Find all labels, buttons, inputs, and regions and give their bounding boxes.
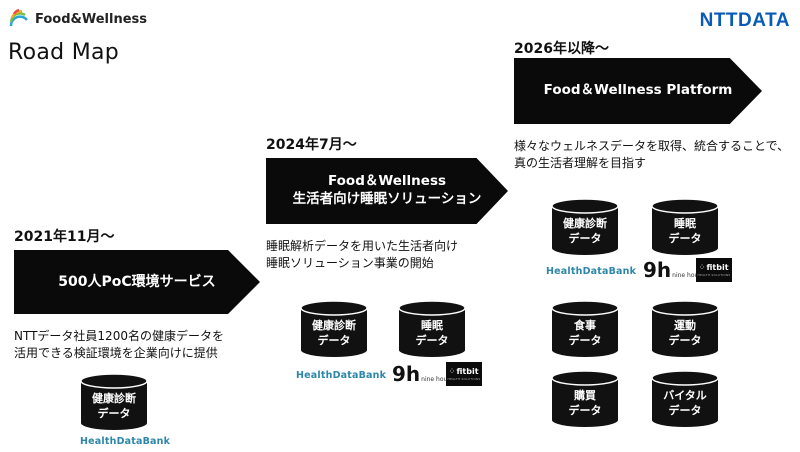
nine-hours-logo: 9h nine hours <box>392 364 453 384</box>
db-label-line1: 健康診断 <box>563 217 607 230</box>
healthdatabank-logo: HealthDataBank <box>80 436 171 447</box>
phase1-date: 2021年11月～ <box>14 229 115 245</box>
phase1-db-health-check: 健康診断データ <box>80 373 148 431</box>
db-label-line2: データ <box>668 232 702 246</box>
fitbit-subtitle: HEALTH SOLUTIONS <box>447 377 481 381</box>
db-label-line1: 購買 <box>574 389 596 402</box>
phase3-db-health-check: 健康診断データ <box>551 198 619 256</box>
phase3-db-purchase: 購買データ <box>551 370 619 428</box>
db-label-line1: バイタル <box>663 389 707 402</box>
phase1-arrow: 500人PoC環境サービス <box>14 250 260 314</box>
page-title: Road Map <box>8 40 120 65</box>
healthdatabank-logo: HealthDataBank <box>546 266 637 277</box>
phase2-arrow-line1: Food＆Wellness <box>327 173 447 190</box>
phase2-description: 睡眠解析データを用いた生活者向け 睡眠ソリューション事業の開始 <box>266 238 458 273</box>
db-label-line2: データ <box>568 404 602 418</box>
db-label-line1: 睡眠 <box>421 319 443 332</box>
nine-hours-text: nine hours <box>421 376 453 383</box>
fitbit-logo: ⁘fitbit HEALTH SOLUTIONS <box>446 362 482 386</box>
phase3-desc-line2: 真の生活者理解を目指す <box>514 156 647 171</box>
phase1-description: NTTデータ社員1200名の健康データを 活用できる検証環境を企業向けに提供 <box>14 328 224 363</box>
db-label-line2: データ <box>668 404 702 418</box>
phase2-db-health-check: 健康診断データ <box>300 300 368 358</box>
db-label-line2: データ <box>568 334 602 348</box>
nine-hours-logo: 9h nine hours <box>643 260 704 280</box>
phase2-desc-line1: 睡眠解析データを用いた生活者向け <box>266 239 459 253</box>
healthdatabank-logo: HealthDataBank <box>296 370 387 381</box>
db-label-line2: データ <box>317 334 351 348</box>
db-label-line2: データ <box>668 334 702 348</box>
nine-hours-mark: 9h <box>643 258 672 282</box>
phase2-arrow-line2: 生活者向け睡眠ソリューション <box>292 191 482 207</box>
phase3-db-meal: 食事データ <box>551 300 619 358</box>
phase2-arrow: Food＆Wellness 生活者向け睡眠ソリューション <box>266 158 508 224</box>
fitbit-subtitle: HEALTH SOLUTIONS <box>697 273 731 277</box>
db-label-line1: 運動 <box>674 319 696 332</box>
db-label-line1: 健康診断 <box>92 392 136 405</box>
phase2-desc-line2: 睡眠ソリューション事業の開始 <box>266 256 434 271</box>
phase2-date: 2024年7月～ <box>266 137 357 153</box>
phase3-description: 様々なウェルネスデータを取得、統合することで、 真の生活者理解を目指す <box>514 138 789 173</box>
nine-hours-mark: 9h <box>392 362 421 386</box>
fitbit-name: fitbit <box>706 263 729 272</box>
phase1-desc-line1: NTTデータ社員1200名の健康データを <box>14 329 224 343</box>
rainbow-arc-icon <box>8 8 30 30</box>
db-label-line1: 健康診断 <box>312 319 356 332</box>
phase2-db-sleep: 睡眠データ <box>398 300 466 358</box>
fitbit-dots-icon: ⁘ <box>449 368 455 375</box>
phase3-arrow-label: Food＆Wellness Platform <box>543 82 733 99</box>
fitbit-logo: ⁘fitbit HEALTH SOLUTIONS <box>696 258 732 282</box>
fitbit-name: fitbit <box>456 367 479 376</box>
phase3-db-exercise: 運動データ <box>651 300 719 358</box>
phase3-date: 2026年以降～ <box>514 41 609 57</box>
phase3-db-vital: バイタルデータ <box>651 370 719 428</box>
phase3-arrow: Food＆Wellness Platform <box>514 58 762 124</box>
logo-text: Food&Wellness <box>35 11 148 27</box>
db-label-line1: 食事 <box>574 319 596 332</box>
fitbit-dots-icon: ⁘ <box>699 264 705 271</box>
db-label-line2: データ <box>568 232 602 246</box>
phase3-desc-line1: 様々なウェルネスデータを取得、統合することで、 <box>514 139 790 153</box>
phase1-desc-line2: 活用できる検証環境を企業向けに提供 <box>14 346 218 361</box>
nttdata-logo: NTTDATA <box>699 10 790 31</box>
db-label-line2: データ <box>415 334 449 348</box>
phase1-arrow-label: 500人PoC環境サービス <box>58 273 216 290</box>
db-label-line2: データ <box>97 407 131 421</box>
food-wellness-logo: Food&Wellness <box>8 8 147 30</box>
nine-hours-text: nine hours <box>672 272 704 279</box>
phase3-db-sleep: 睡眠データ <box>651 198 719 256</box>
db-label-line1: 睡眠 <box>674 217 696 230</box>
